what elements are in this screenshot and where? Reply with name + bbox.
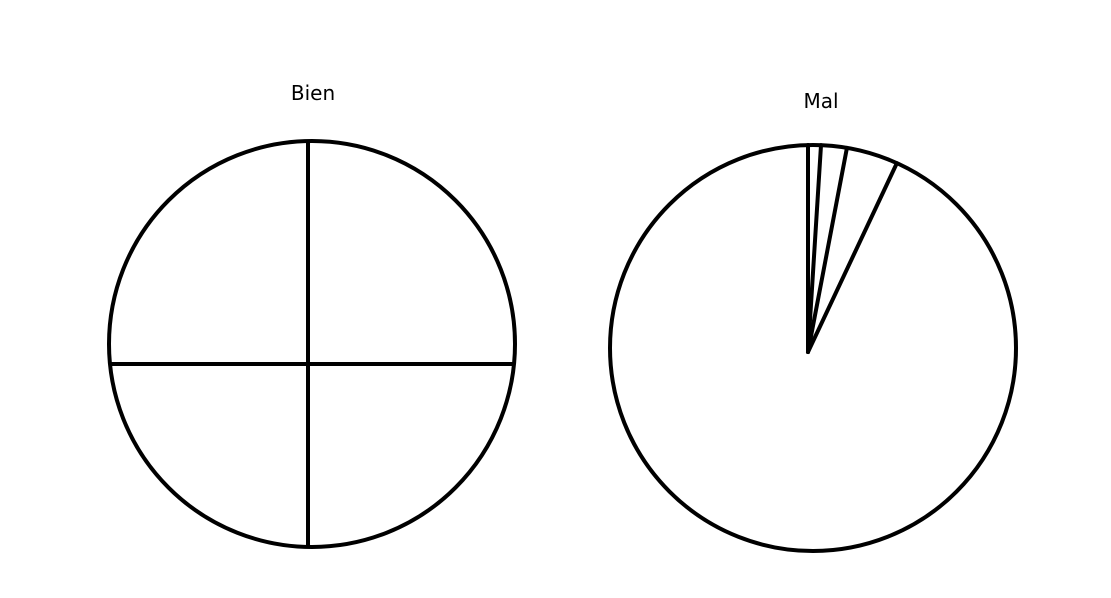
chart-title-bien: Bien bbox=[290, 81, 336, 105]
pie-chart-bien bbox=[107, 139, 517, 549]
chart-title-mal: Mal bbox=[803, 89, 839, 113]
slice-divider-mal-3 bbox=[806, 145, 849, 354]
pie-outline-bien bbox=[107, 139, 517, 549]
slice-divider-mal-2 bbox=[806, 143, 824, 354]
slice-divider-mal-4 bbox=[806, 161, 899, 354]
pie-chart-mal bbox=[608, 143, 1018, 553]
pie-outline-mal bbox=[608, 143, 1018, 553]
